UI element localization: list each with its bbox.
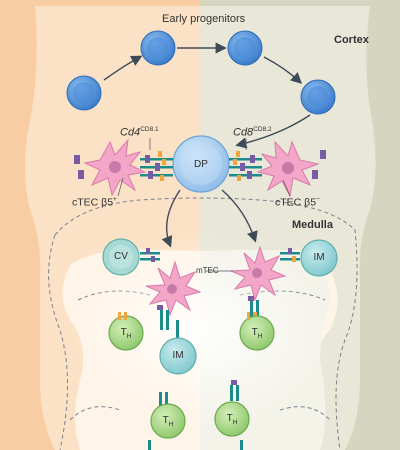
mtec-cell-left: [145, 260, 202, 317]
arrow-dp-right: [221, 189, 258, 243]
receptor-cluster-left: [140, 151, 173, 181]
label-th-4: TH: [226, 412, 238, 426]
progenitor-cell-1: [140, 30, 176, 66]
arrow-prog-3: [263, 56, 303, 84]
cv-cell: [102, 238, 140, 276]
mtec-cell-right: [230, 245, 287, 302]
label-th-3: TH: [162, 414, 174, 428]
label-im-mid: IM: [172, 350, 184, 361]
arrow-dp-left: [161, 189, 181, 248]
im-cell-top: [300, 239, 338, 277]
label-early-progenitors: Early progenitors: [162, 13, 246, 25]
progenitor-cell-4: [300, 79, 336, 115]
progenitor-cell-3: [66, 75, 102, 111]
receptor-cluster-right: [229, 151, 262, 181]
receptors-medulla: [140, 248, 300, 450]
th-cell-2: [239, 315, 275, 351]
label-im-top: IM: [313, 252, 325, 263]
label-ctec-right: cTEC β5−: [275, 196, 320, 209]
label-mtec: mTEC: [196, 266, 219, 275]
th-cell-3: [150, 403, 186, 439]
label-dp: DP: [194, 159, 208, 170]
label-cd8-gene: Cd8CD8.2: [233, 126, 272, 139]
medulla-boundary: [48, 197, 358, 450]
arrow-prog-1: [103, 55, 143, 81]
label-th-2: TH: [251, 326, 263, 340]
ctec-left-cell: [83, 138, 147, 197]
label-ctec-left: cTEC β5+: [72, 196, 117, 209]
th-cell-4: [214, 401, 250, 437]
progenitor-cell-2: [227, 30, 263, 66]
label-cortex: Cortex: [334, 34, 369, 46]
label-medulla: Medulla: [292, 219, 333, 231]
im-cell-mid: [159, 337, 197, 375]
label-cv: CV: [114, 251, 128, 262]
ctec-right-cell: [256, 140, 320, 198]
label-cd4-gene: Cd4CD8.1: [120, 126, 159, 139]
label-th-1: TH: [120, 326, 132, 340]
dp-cell: [172, 135, 230, 193]
